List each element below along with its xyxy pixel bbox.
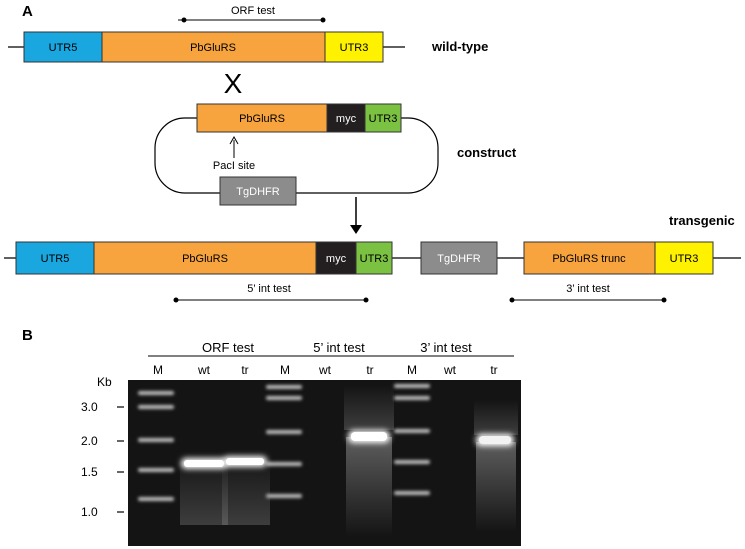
transgenic-title: transgenic — [669, 213, 735, 228]
down-arrowhead-icon — [350, 225, 362, 234]
ladder-band — [266, 462, 302, 466]
int5-tr-lane — [344, 385, 394, 537]
ladder-band — [394, 396, 430, 400]
construct-myc-box — [326, 103, 366, 133]
ladder-band — [394, 460, 430, 464]
int3-test-label: 3’ int test — [566, 283, 610, 295]
marker-tick-label: 2.0 — [81, 434, 98, 448]
orf-test-start-dot — [181, 17, 187, 23]
int5-tr-smear-top — [344, 385, 394, 430]
tg-utr3b-label: UTR3 — [670, 253, 699, 265]
tg-gene-label: PbGluRS — [182, 253, 228, 265]
wt-gene-label: PbGluRS — [190, 42, 236, 54]
paci-arrowhead-icon — [229, 135, 239, 145]
int3-tr-smear — [476, 442, 516, 532]
transgenic-locus: transgenic UTR5 PbGluRS myc UTR3 TgDHFR … — [4, 213, 741, 303]
size-markers: 3.0 2.0 1.5 1.0 — [81, 400, 124, 519]
ladder-band — [138, 468, 174, 472]
tg-gene-box — [93, 241, 317, 275]
tg-utr5-box — [15, 241, 95, 275]
lane-label: M — [153, 363, 163, 377]
construct-gene-label: PbGluRS — [239, 113, 285, 125]
lane-label: M — [280, 363, 290, 377]
ladder-lane-3 — [394, 384, 430, 495]
int5-tr-smear — [346, 437, 392, 537]
construct-title: construct — [457, 145, 517, 160]
ladder-band — [138, 497, 174, 501]
tg-marker-label: TgDHFR — [437, 253, 480, 265]
lane-label: tr — [490, 363, 497, 377]
ladder-lane-1 — [138, 391, 174, 501]
marker-tick-label: 3.0 — [81, 400, 98, 414]
cross-symbol: X — [224, 68, 243, 99]
construct-gene-box — [196, 103, 328, 133]
orf-test-end-dot — [320, 17, 326, 23]
int5-test-label: 5’ int test — [247, 283, 291, 295]
group-orf-label: ORF test — [202, 340, 254, 355]
int3-tr-smear-top — [474, 400, 518, 435]
tg-utr3b-box — [654, 241, 714, 275]
int5-start-dot — [173, 297, 179, 303]
tg-utr5-label: UTR5 — [41, 253, 70, 265]
lane-label: wt — [318, 363, 332, 377]
panel-a-label: A — [22, 3, 33, 20]
lane-label: tr — [366, 363, 373, 377]
tg-trunc-box — [523, 241, 656, 275]
wt-gene-box — [101, 31, 326, 63]
tg-utr3-label: UTR3 — [360, 253, 389, 265]
group-5int-label: 5’ int test — [313, 340, 365, 355]
construct-marker-label: TgDHFR — [236, 186, 279, 198]
wt-utr3-label: UTR3 — [340, 42, 369, 54]
orf-wt-band-core — [184, 460, 224, 467]
int3-end-dot — [661, 297, 667, 303]
marker-tick-label: 1.5 — [81, 465, 98, 479]
orf-wt-lane — [180, 455, 228, 525]
construct-plasmid: PbGluRS myc UTR3 PacI site TgDHFR constr… — [154, 103, 517, 206]
int3-tr-band-core — [479, 436, 511, 444]
construct-utr3-label: UTR3 — [369, 113, 398, 125]
construct-myc-label: myc — [336, 113, 357, 125]
group-3int-label: 3’ int test — [420, 340, 472, 355]
ladder-band — [266, 494, 302, 498]
construct-marker-box — [219, 176, 297, 206]
orf-test-label: ORF test — [231, 5, 275, 17]
tg-myc-box — [315, 241, 357, 275]
marker-tick-label: 1.0 — [81, 505, 98, 519]
int5-tr-band-core — [351, 432, 387, 441]
int5-end-dot — [363, 297, 369, 303]
orf-tr-lane — [222, 455, 270, 525]
ladder-band — [266, 430, 302, 434]
ladder-band — [266, 396, 302, 400]
kb-axis-label: Kb — [97, 375, 112, 389]
wt-utr5-label: UTR5 — [49, 42, 78, 54]
wt-utr3-box — [324, 31, 384, 63]
lane-labels: M wt tr M wt tr M wt tr — [153, 363, 498, 377]
int3-start-dot — [509, 297, 515, 303]
ladder-band — [266, 385, 302, 389]
panel-b-label: B — [22, 327, 33, 344]
lane-label: wt — [443, 363, 457, 377]
wildtype-title: wild-type — [431, 39, 488, 54]
ladder-band — [138, 438, 174, 442]
ladder-band — [138, 405, 174, 409]
lane-label: M — [407, 363, 417, 377]
tg-myc-label: myc — [326, 253, 347, 265]
gel-image — [128, 380, 521, 546]
orf-tr-band-core — [226, 458, 264, 465]
ladder-band — [138, 391, 174, 395]
construct-utr3-box — [364, 103, 402, 133]
tg-utr3-box — [355, 241, 393, 275]
tg-trunc-label: PbGluRS trunc — [552, 253, 626, 265]
lane-label: wt — [197, 363, 211, 377]
ladder-band — [394, 491, 430, 495]
lane-label: tr — [241, 363, 248, 377]
ladder-band — [394, 429, 430, 433]
int3-tr-lane — [474, 400, 518, 532]
wildtype-locus: ORF test UTR5 PbGluRS UTR3 wild-type — [8, 5, 488, 63]
tg-marker-box — [420, 241, 498, 275]
ladder-lane-2 — [266, 385, 302, 498]
paci-site-label: PacI site — [213, 160, 255, 172]
ladder-band — [394, 384, 430, 388]
